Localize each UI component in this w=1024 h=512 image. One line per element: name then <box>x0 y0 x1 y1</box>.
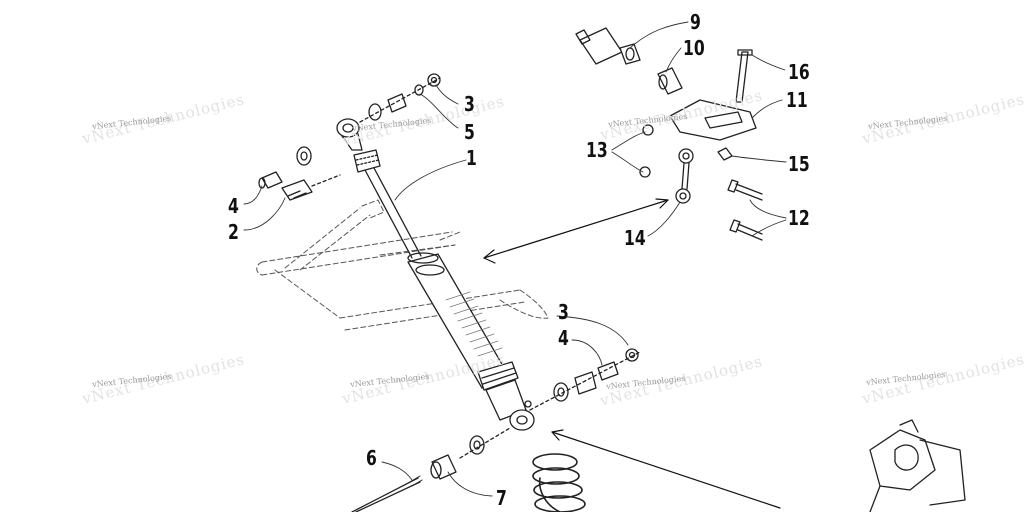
callout-16: 16 <box>788 60 810 84</box>
callout-5: 5 <box>464 120 475 144</box>
callout-15: 15 <box>788 152 810 176</box>
callout-2: 2 <box>228 220 239 244</box>
a-arm-phantom <box>256 199 549 331</box>
callout-1: 1 <box>466 146 477 170</box>
stabilizer-link <box>639 124 763 241</box>
leader-lines <box>243 21 787 497</box>
lower-left-hardware <box>351 427 511 512</box>
callout-13: 13 <box>586 138 608 162</box>
callout-3-lower: 3 <box>558 300 569 324</box>
callout-4-upper: 4 <box>228 194 239 218</box>
callout-4-lower: 4 <box>558 326 569 350</box>
coil-spring <box>532 453 586 512</box>
callout-10: 10 <box>683 36 705 60</box>
callout-3-upper: 3 <box>464 92 475 116</box>
chassis-corner <box>869 419 966 512</box>
callout-7: 7 <box>496 486 507 510</box>
callout-6: 6 <box>366 446 377 470</box>
callout-14: 14 <box>624 226 646 250</box>
callout-9: 9 <box>690 10 701 34</box>
callout-11: 11 <box>786 88 808 112</box>
upper-right-hardware <box>359 73 441 123</box>
shock-absorber <box>336 118 535 431</box>
upper-right-assembly <box>575 27 757 161</box>
upper-left-hardware <box>258 146 341 201</box>
callout-12: 12 <box>788 206 810 230</box>
lower-right-hardware <box>529 348 641 411</box>
direction-arrows <box>483 198 781 509</box>
